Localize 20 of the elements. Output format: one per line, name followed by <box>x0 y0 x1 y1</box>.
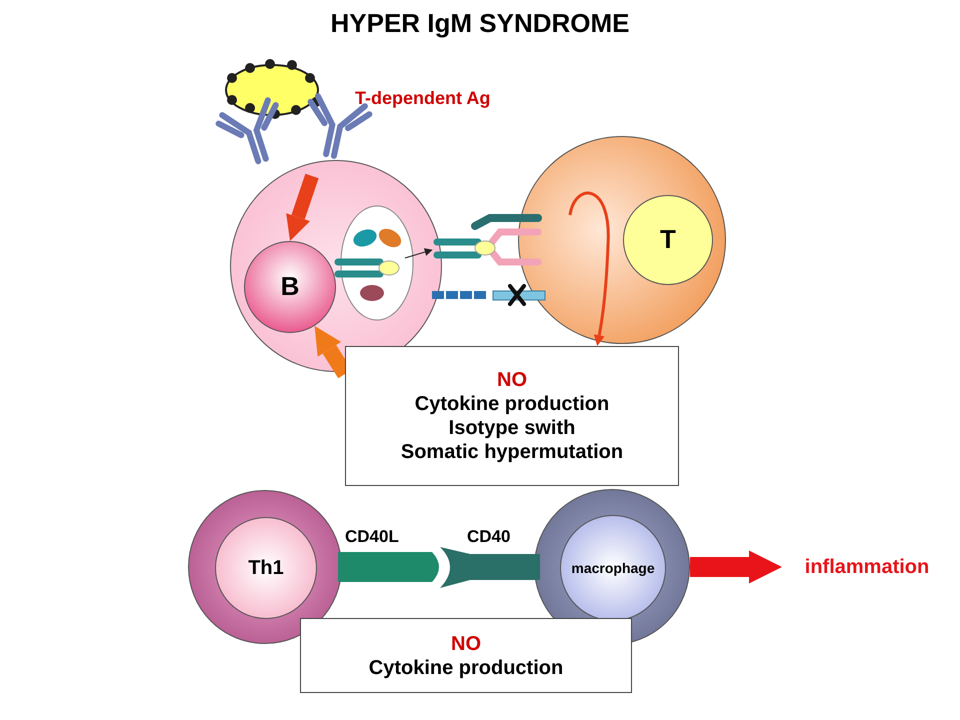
arrow <box>286 174 319 241</box>
arrow <box>690 550 782 584</box>
effect-text: Cytokine production <box>368 656 564 680</box>
title: HYPER IgM SYNDROME <box>329 8 631 39</box>
status-text: NO <box>451 632 481 656</box>
effect-text: Somatic hypermutation <box>400 440 624 464</box>
outcome-label: inflammation <box>804 555 930 579</box>
antigen-label: T-dependent Ag <box>355 88 490 109</box>
cell-label: B <box>280 271 300 303</box>
molecule-label: CD40L <box>345 527 399 547</box>
molecule-label: CD40 <box>467 527 510 547</box>
curved-arrow <box>568 192 610 346</box>
cell-label: macrophage <box>571 560 655 576</box>
effect-text: Cytokine production <box>414 392 610 416</box>
effect-text: Isotype swith <box>448 416 576 440</box>
status-text: NO <box>497 368 527 392</box>
text-box <box>300 618 632 693</box>
text-box <box>345 346 679 486</box>
cell-label: Th1 <box>248 556 284 580</box>
cell-label: T <box>660 224 676 256</box>
